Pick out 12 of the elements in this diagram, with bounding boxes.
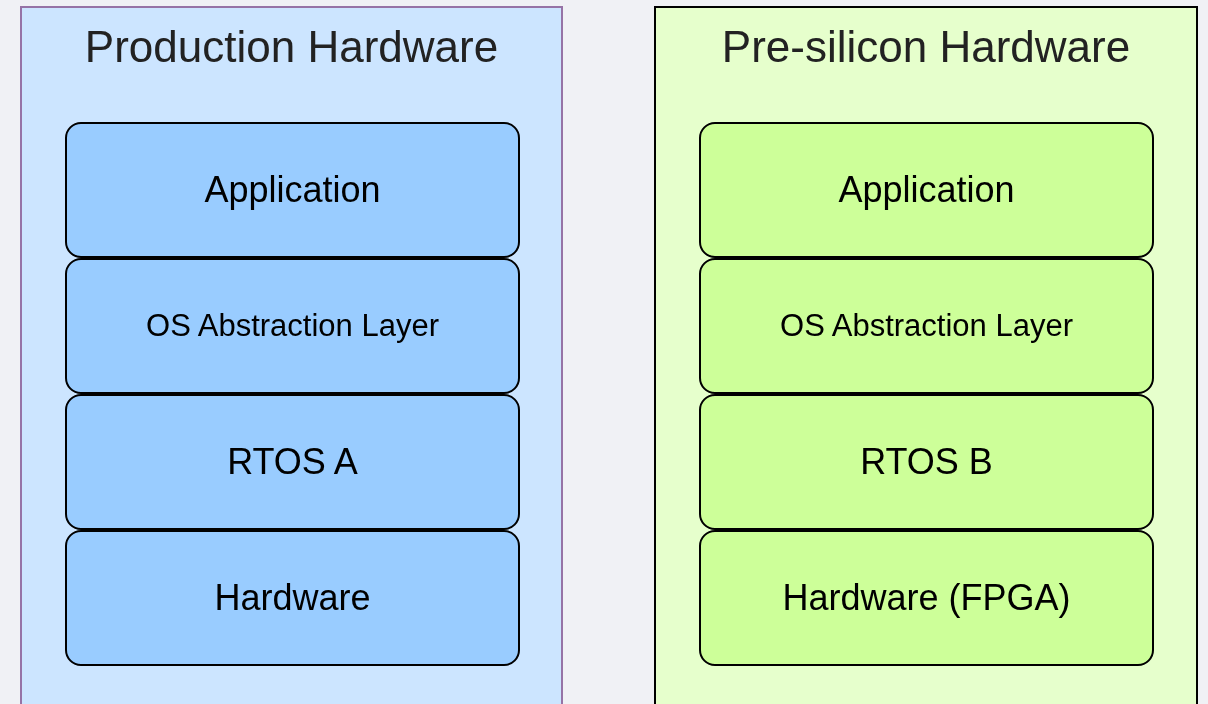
layer-box: RTOS B <box>699 394 1154 530</box>
layer-box: OS Abstraction Layer <box>699 258 1154 394</box>
layer-box: RTOS A <box>65 394 520 530</box>
layer-box: Application <box>699 122 1154 258</box>
group-panel <box>654 6 1198 704</box>
layer-box: OS Abstraction Layer <box>65 258 520 394</box>
layer-box: Hardware <box>65 530 520 666</box>
layer-box: Application <box>65 122 520 258</box>
panel-title: Production Hardware <box>83 22 500 72</box>
layer-box: Hardware (FPGA) <box>699 530 1154 666</box>
panel-title: Pre-silicon Hardware <box>720 22 1132 72</box>
group-panel <box>20 6 563 704</box>
